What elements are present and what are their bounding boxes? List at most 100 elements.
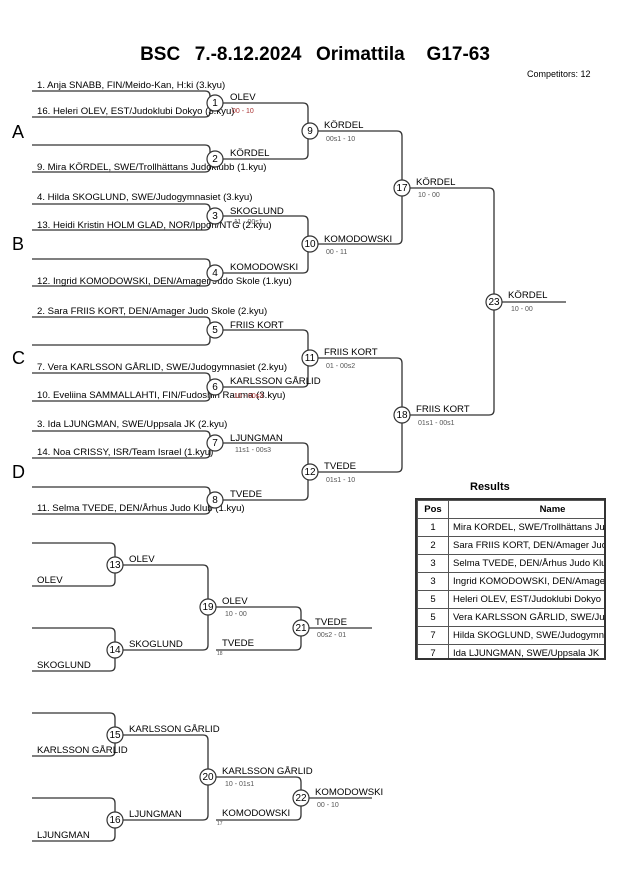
match-circle-m7	[206, 434, 224, 452]
other-m21: TVEDE	[222, 638, 254, 649]
bracket-line	[32, 650, 116, 672]
bracket-line	[32, 159, 211, 173]
match-number-m1: 1	[212, 98, 218, 109]
bracket-line	[32, 330, 211, 346]
bracket-line	[310, 130, 403, 188]
bracket-line	[115, 564, 209, 607]
match-number-m4: 4	[212, 268, 218, 279]
winner-m20: KARLSSON GÅRLID	[222, 766, 313, 777]
result-name: Vera KARLSSON GÅRLID, SWE/Judogymnasiet	[448, 608, 604, 627]
bracket-line	[215, 215, 309, 244]
bracket-line	[32, 820, 116, 842]
bracket-line	[32, 542, 116, 565]
result-pos: 3	[417, 572, 449, 591]
entry-3: 3. Ida LJUNGMAN, SWE/Uppsala JK (2.kyu)	[37, 419, 227, 430]
match-number-m16: 16	[109, 815, 121, 826]
match-circle-m17	[393, 179, 411, 197]
match-number-m23: 23	[488, 297, 500, 308]
winner-m13: OLEV	[129, 554, 155, 565]
bracket-line	[32, 103, 211, 118]
result-pos: 3	[417, 554, 449, 573]
winner-m7: LJUNGMAN	[230, 433, 283, 444]
results-header-row: Pos Name	[417, 500, 604, 519]
winner-m16: LJUNGMAN	[129, 809, 182, 820]
bracket-line	[215, 329, 309, 358]
match-circle-m1	[206, 94, 224, 112]
bracket-line	[32, 216, 211, 231]
winner-m3: SKOGLUND	[230, 206, 284, 217]
match-circle-m6	[206, 378, 224, 396]
winner-m10: KOMODOWSKI	[324, 234, 392, 245]
match-number-m14: 14	[109, 645, 121, 656]
match-circle-m8	[206, 491, 224, 509]
winner-m2: KÖRDEL	[230, 148, 270, 159]
match-number-m9: 9	[307, 126, 313, 137]
entry-16: 16. Heleri OLEV, EST/Judoklubi Dokyo (3.…	[37, 106, 234, 117]
match-number-m18: 18	[396, 410, 408, 421]
match-number-m10: 10	[304, 239, 316, 250]
bracket-line	[32, 90, 211, 103]
match-circle-m2	[206, 150, 224, 168]
match-number-m7: 7	[212, 438, 218, 449]
bracket-line	[215, 358, 309, 388]
bracket-line	[215, 442, 309, 472]
match-circle-m11	[301, 349, 319, 367]
match-number-m22: 22	[295, 793, 307, 804]
page-title: BSC 7.-8.12.2024 Orimattila G17-63	[140, 44, 490, 65]
bracket-line	[402, 302, 495, 416]
bracket-line	[32, 486, 211, 500]
score-m21: 00s2 - 01	[317, 632, 346, 639]
entry-11: 11. Selma TVEDE, DEN/Århus Judo Klub (1.…	[37, 503, 245, 514]
winner-m17: KÖRDEL	[416, 177, 456, 188]
winner-m5: FRIIS KORT	[230, 320, 284, 331]
score-m22: 00 - 10	[317, 802, 339, 809]
entry-4: 4. Hilda SKOGLUND, SWE/Judogymnasiet (3.…	[37, 192, 252, 203]
winner-m9: KÖRDEL	[324, 120, 364, 131]
match-circle-m14	[106, 641, 124, 659]
bracket-line	[32, 387, 211, 402]
match-number-m8: 8	[212, 495, 218, 506]
entry-14: 14. Noa CRISSY, ISR/Team Israel (1.kyu)	[37, 447, 213, 458]
match-circle-m16	[106, 811, 124, 829]
match-circle-m18	[393, 406, 411, 424]
score-m18: 01s1 - 00s1	[418, 420, 455, 427]
bracket-line	[115, 607, 209, 651]
bracket-line	[32, 316, 211, 330]
winner-m6: KARLSSON GÅRLID	[230, 376, 321, 387]
match-circle-m4	[206, 264, 224, 282]
score-m19: 10 - 00	[225, 611, 247, 618]
results-title: Results	[470, 481, 510, 493]
winner-m15: KARLSSON GÅRLID	[129, 724, 220, 735]
winner-m23: KÖRDEL	[508, 290, 548, 301]
winner-m19: OLEV	[222, 596, 248, 607]
result-name: Ida LJUNGMAN, SWE/Uppsala JK	[448, 644, 604, 658]
score-m11: 01 - 00s2	[326, 363, 355, 370]
score-m9: 00s1 - 10	[326, 136, 355, 143]
match-circle-m12	[301, 463, 319, 481]
bracket-line	[32, 203, 211, 216]
pool-label-d: D	[12, 462, 25, 482]
match-circle-m20	[199, 768, 217, 786]
entry-12: 12. Ingrid KOMODOWSKI, DEN/Amager Judo S…	[37, 276, 292, 287]
score-m1: 00 - 10	[232, 108, 254, 115]
match-number-m2: 2	[212, 154, 218, 165]
winner-m21: TVEDE	[315, 617, 347, 628]
bracket-line	[310, 415, 403, 473]
rep-entry-m15: KARLSSON GÅRLID	[37, 745, 128, 756]
result-pos: 5	[417, 608, 449, 627]
bracket-line	[32, 430, 211, 443]
winner-m1: OLEV	[230, 92, 256, 103]
match-number-m19: 19	[202, 602, 214, 613]
match-number-m11: 11	[305, 353, 316, 364]
match-circle-m19	[199, 598, 217, 616]
bracket-line	[32, 565, 116, 587]
pool-label-b: B	[12, 234, 24, 254]
score-m3: 11 - 00s1	[234, 219, 263, 226]
result-name: Sara FRIIS KORT, DEN/Amager Judo Skole	[448, 536, 604, 555]
winner-m8: TVEDE	[230, 489, 262, 500]
